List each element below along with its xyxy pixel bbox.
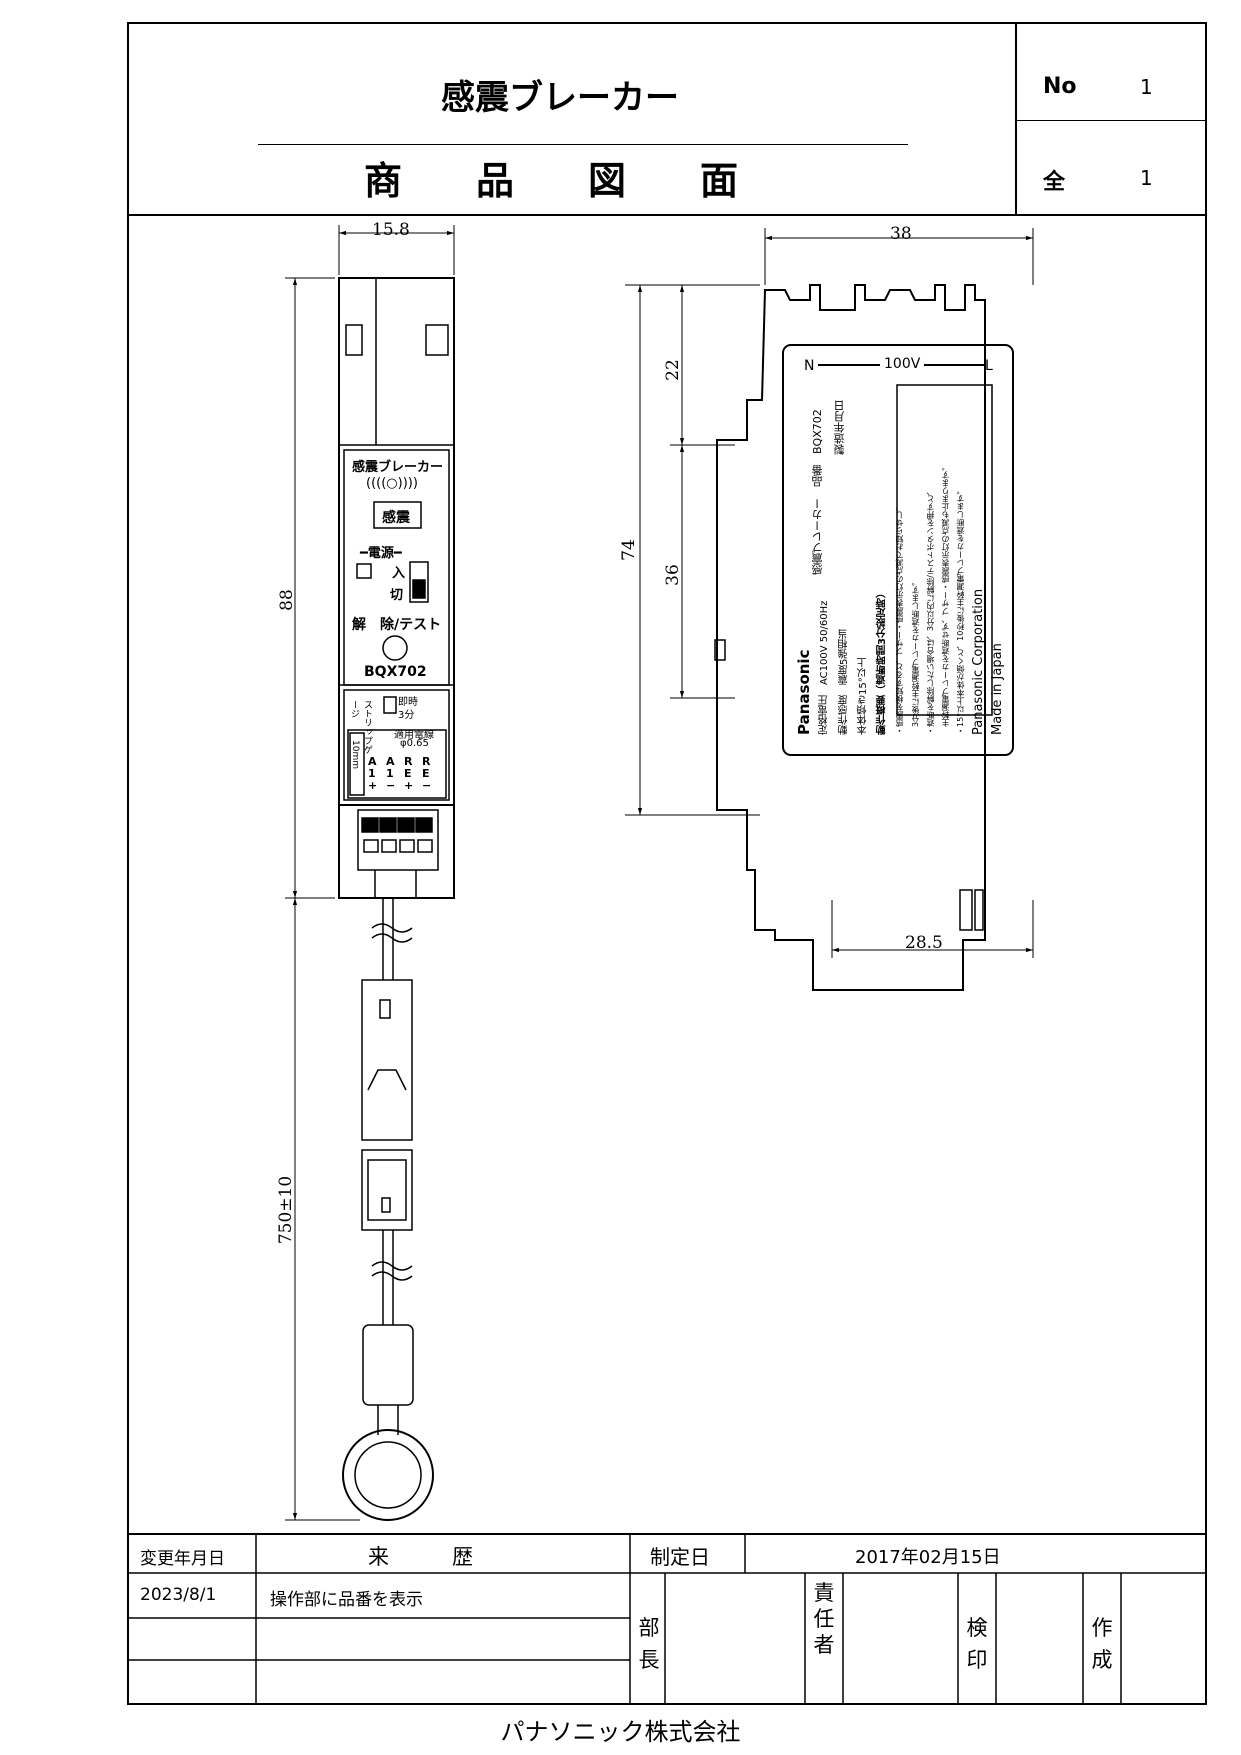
header-divider (1015, 22, 1017, 215)
front-dimensions (285, 225, 455, 1521)
panel-wire-label: 適用電線 (394, 730, 434, 741)
side-made-in: Made in Japan (989, 643, 1005, 735)
revision-row-1-note: 操作部に品番を表示 (270, 1590, 423, 1610)
side-operation-3: ・遮断を解除したい場合は、3分以内に解除/テストボタンを押すと、 (925, 487, 935, 735)
panel-reset-label: 解 除/テスト (352, 617, 442, 633)
side-voltage-line: 100V (880, 356, 925, 372)
no-value: 1 (1140, 75, 1153, 99)
dim-side-height: 74 (618, 539, 639, 561)
enact-date: 2017年02月15日 (855, 1547, 1001, 1568)
revision-table-lines (127, 1533, 1207, 1705)
panel-strip-length: 10mm (350, 740, 360, 769)
panel-wire-size: φ0.65 (400, 738, 429, 749)
dim-cable-length: 750±10 (276, 1175, 297, 1245)
terminal-re-minus: RE− (422, 755, 432, 792)
side-operation-4: 主幹漏電ブレーカを遮断せず、ブザー・感震表示灯の点滅も止まります。 (941, 463, 951, 735)
panel-on-label: 入 (392, 566, 406, 581)
terminal-a1-minus: A1− (386, 755, 396, 792)
dim-side-width: 38 (890, 224, 912, 244)
stamp-responsible: 責任者 (813, 1581, 835, 1657)
revision-row-1-date: 2023/8/1 (140, 1585, 217, 1605)
page-subtitle: 商 品 図 面 (363, 159, 756, 203)
panel-off-label: 切 (390, 588, 404, 603)
page-title: 感震ブレーカー (441, 78, 679, 118)
side-operation-1: ・感震を検知すると、ブザー・感震表示灯の点滅でお知らせし、 (895, 503, 905, 735)
total-label: 全 (1043, 170, 1066, 195)
side-operation-title: 動作概要（遮断時間3分設定時） (877, 588, 889, 735)
front-view (338, 277, 455, 1521)
panel-signal-mark: ((((○)))) (366, 476, 418, 491)
panel-trip-label: 即時 (398, 697, 418, 708)
side-dimensions (625, 228, 1034, 958)
dim-side-middle: 36 (662, 564, 683, 586)
stamp-inspect: 検印 (966, 1616, 988, 1672)
side-view (714, 284, 1014, 991)
side-n-mark: N (804, 358, 815, 374)
panel-model: BQX702 (364, 664, 427, 680)
stamp-dept-head: 部長 (638, 1616, 660, 1672)
total-value: 1 (1140, 166, 1153, 190)
dim-front-width: 15.8 (372, 220, 410, 240)
panel-strip-label: ストリップゲージ (349, 700, 372, 754)
company-name: パナソニック株式会社 (500, 1718, 741, 1746)
no-label: No (1043, 74, 1077, 99)
stamp-create: 作成 (1091, 1616, 1113, 1672)
side-tilt: 本体傾き15°以上 (857, 657, 869, 735)
terminal-re-plus: RE+ (404, 755, 414, 792)
dim-side-upper: 22 (662, 359, 683, 381)
side-l-mark: L (985, 358, 993, 374)
drawing-frame (127, 22, 1207, 1705)
history-label: 来 歴 (368, 1545, 473, 1569)
reset-test-button[interactable] (383, 636, 407, 660)
panel-power-label: ━電源━ (360, 546, 402, 561)
change-date-label: 変更年月日 (140, 1549, 225, 1569)
panel-trip-time: 3分 (398, 710, 415, 721)
side-vertical-texts: Made in Japan Panasonic Corporation ・15°… (795, 380, 1005, 735)
header-bottom-line (127, 214, 1207, 216)
panel-brand-title: 感震ブレーカー (352, 460, 444, 475)
enact-label: 制定日 (650, 1545, 710, 1569)
side-manufacture: 製造年月日 (833, 400, 846, 455)
side-operation-5: ・15°以上本体が傾くと、10秒後に主幹漏電ブレーカを遮断します。 (956, 486, 966, 735)
no-divider (1015, 120, 1207, 121)
title-underline (258, 144, 908, 145)
side-operation-2: 3分後に主幹漏電ブレーカを遮断します。 (910, 577, 920, 735)
terminal-a1-plus: A1+ (368, 755, 378, 792)
side-corporation: Panasonic Corporation (970, 588, 986, 735)
dim-side-bottom-width: 28.5 (905, 933, 943, 953)
dim-front-height: 88 (276, 589, 297, 611)
side-product-name: 感震ブレーカー 品番 BQX702 (811, 409, 824, 575)
panel-seismic-label: 感震 (382, 510, 410, 526)
